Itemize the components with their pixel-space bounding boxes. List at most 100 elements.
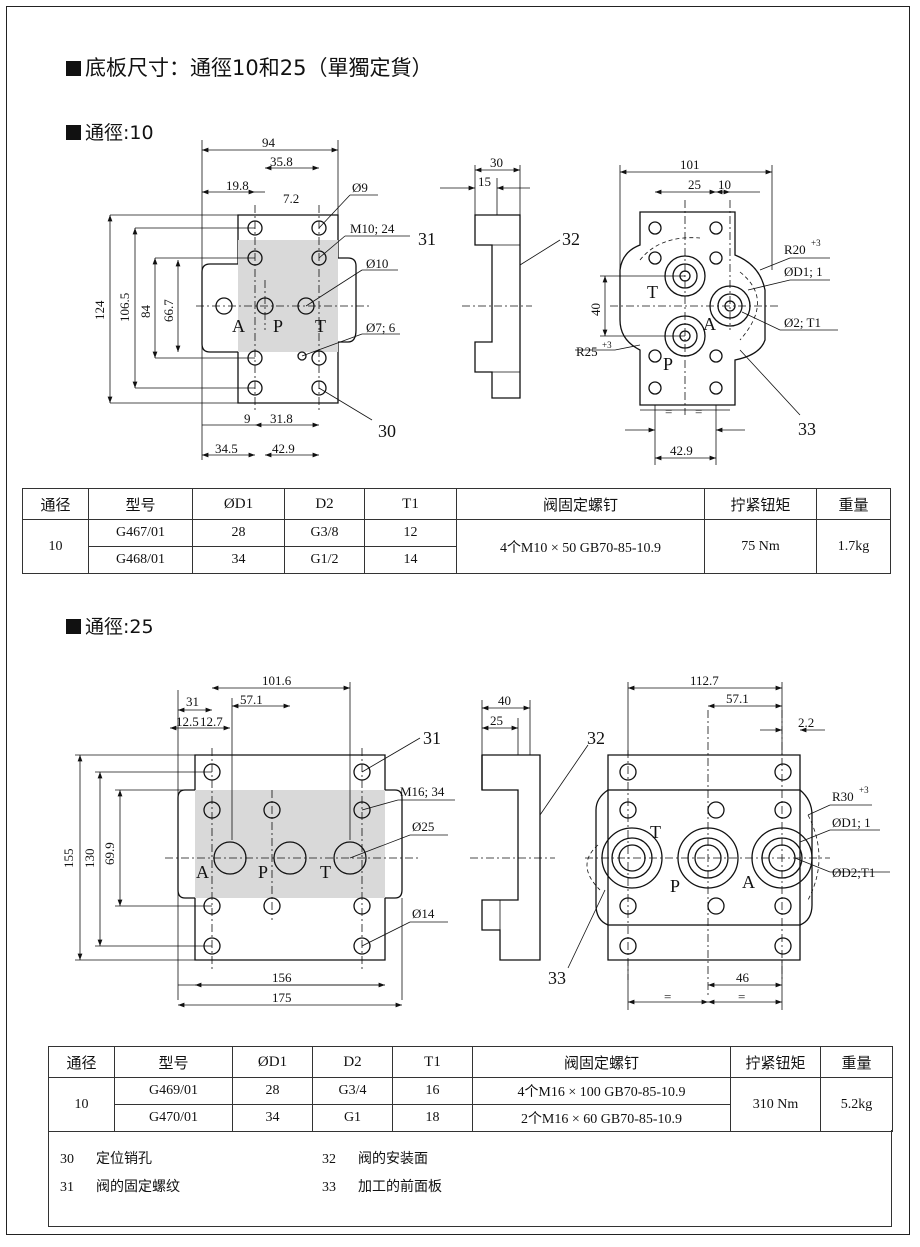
dim-label: 31 — [186, 694, 199, 709]
ref-label: 31 — [423, 728, 441, 748]
header-cell: T1 — [392, 1046, 473, 1078]
dim-label: = — [738, 989, 745, 1004]
d1-cell: 28 — [232, 1077, 313, 1105]
drawings-size-10: 94 35.8 19.8 7.2 124 106.5 84 66.7 9 31.… — [92, 135, 838, 465]
port-label-t: T — [320, 862, 331, 882]
table-row: G468/01 34 G1/2 14 — [23, 546, 891, 574]
ref-label: 33 — [798, 419, 816, 439]
nominal-size-cell: 10 — [22, 519, 89, 574]
header-cell: 通径 — [22, 488, 89, 520]
dim-label: 40 — [588, 303, 603, 316]
header-cell: 阀固定螺钉 — [472, 1046, 731, 1078]
section-heading-10: 通徑:10 — [66, 118, 154, 145]
section-heading-25: 通徑:25 — [66, 612, 154, 639]
header-cell: 拧紧钮矩 — [730, 1046, 821, 1078]
callout-label: Ø9 — [352, 180, 368, 195]
bullet-square-icon — [66, 61, 81, 76]
dim-label: 10 — [718, 177, 731, 192]
subplate-10-side-view — [474, 214, 521, 399]
d1-cell: 34 — [232, 1104, 313, 1132]
t1-cell: 12 — [364, 519, 457, 547]
dim-label: 66.7 — [161, 299, 176, 322]
header-cell: 型号 — [114, 1046, 233, 1078]
model-cell: G468/01 — [88, 546, 193, 574]
port-label-p: P — [273, 316, 283, 336]
dim-label: 12.7 — [200, 714, 223, 729]
table-row: 10 G467/01 28 G3/8 12 4个M10 × 50 GB70-85… — [22, 519, 891, 574]
bullet-square-icon — [66, 125, 81, 140]
dim-label: 2.2 — [798, 715, 814, 730]
dim-label: 30 — [490, 155, 503, 170]
callout-label: M10; 24 — [350, 221, 395, 236]
ref-label: 32 — [562, 229, 580, 249]
callout-label: ØD1; 1 — [784, 264, 823, 279]
callout-tolerance: +3 — [859, 785, 869, 795]
dim-label: 101.6 — [262, 673, 292, 688]
dim-label: 46 — [736, 970, 750, 985]
d1-cell: 28 — [192, 519, 285, 547]
dim-label: 42.9 — [272, 441, 295, 456]
page-title: 底板尺寸：通徑10和25（單獨定貨） — [66, 52, 432, 82]
table-header-row: 通径 型号 ØD1 D2 T1 阀固定螺钉 拧紧钮矩 重量 — [48, 1046, 893, 1078]
callout-tolerance: +3 — [602, 340, 612, 350]
header-cell: 阀固定螺钉 — [456, 488, 705, 520]
port-label-a: A — [742, 872, 755, 892]
dim-label: 34.5 — [215, 441, 238, 456]
weight-cell: 1.7kg — [816, 519, 891, 574]
model-cell: G469/01 — [114, 1077, 233, 1105]
dim-label: 31.8 — [270, 411, 293, 426]
screw-cell: 4个M16 × 100 GB70-85-10.9 — [472, 1077, 731, 1105]
d2-cell: G1/2 — [284, 546, 365, 574]
subplate-25-top-view — [586, 754, 820, 961]
dim-label: 7.2 — [283, 191, 299, 206]
table-header-row: 通径 型号 ØD1 D2 T1 阀固定螺钉 拧紧钮矩 重量 — [22, 488, 891, 520]
port-label-a: A — [703, 314, 716, 334]
weight-cell: 5.2kg — [820, 1077, 893, 1132]
dim-label: 40 — [498, 693, 511, 708]
notes-box — [48, 1130, 892, 1227]
callout-label: M16; 34 — [400, 784, 445, 799]
dim-label: 57.1 — [726, 691, 749, 706]
bullet-square-icon — [66, 619, 81, 634]
port-label-t: T — [647, 282, 658, 302]
callout-label: R25 — [576, 344, 598, 359]
subplate-25-front-view — [177, 754, 403, 961]
d2-cell: G3/8 — [284, 519, 365, 547]
port-label-p: P — [663, 354, 673, 374]
drawings-size-25: 101.6 57.1 31 12.5 12.7 155 130 69.9 156… — [61, 673, 890, 1010]
header-cell: D2 — [284, 488, 365, 520]
dim-label: 84 — [138, 305, 153, 319]
table-row: G470/01 34 G1 18 2个M16 × 60 GB70-85-10.9 — [49, 1104, 893, 1132]
port-label-t: T — [650, 822, 661, 842]
header-cell: 重量 — [816, 488, 891, 520]
port-label-t: T — [315, 316, 326, 336]
callout-label: ØD2;T1 — [832, 865, 875, 880]
dim-label: = — [664, 989, 671, 1004]
ref-label: 31 — [418, 229, 436, 249]
d1-cell: 34 — [192, 546, 285, 574]
t1-cell: 18 — [392, 1104, 473, 1132]
header-cell: 通径 — [48, 1046, 115, 1078]
model-cell: G470/01 — [114, 1104, 233, 1132]
port-label-p: P — [258, 862, 268, 882]
ref-label: 30 — [378, 421, 396, 441]
dim-label: 101 — [680, 157, 700, 172]
t1-cell: 16 — [392, 1077, 473, 1105]
dim-label: 94 — [262, 135, 276, 150]
model-cell: G467/01 — [88, 519, 193, 547]
subplate-10-top-view — [619, 211, 766, 406]
spec-table-25: 通径 型号 ØD1 D2 T1 阀固定螺钉 拧紧钮矩 重量 10 G469/01… — [48, 1046, 893, 1132]
torque-cell: 75 Nm — [704, 519, 817, 574]
dim-label: = — [665, 404, 672, 419]
dim-label: 124 — [92, 300, 107, 320]
torque-cell: 310 Nm — [730, 1077, 821, 1132]
callout-label: Ø2; T1 — [784, 315, 821, 330]
callout-tolerance: +3 — [811, 238, 821, 248]
header-cell: ØD1 — [192, 488, 285, 520]
dim-label: 156 — [272, 970, 292, 985]
dim-label: 12.5 — [176, 714, 199, 729]
